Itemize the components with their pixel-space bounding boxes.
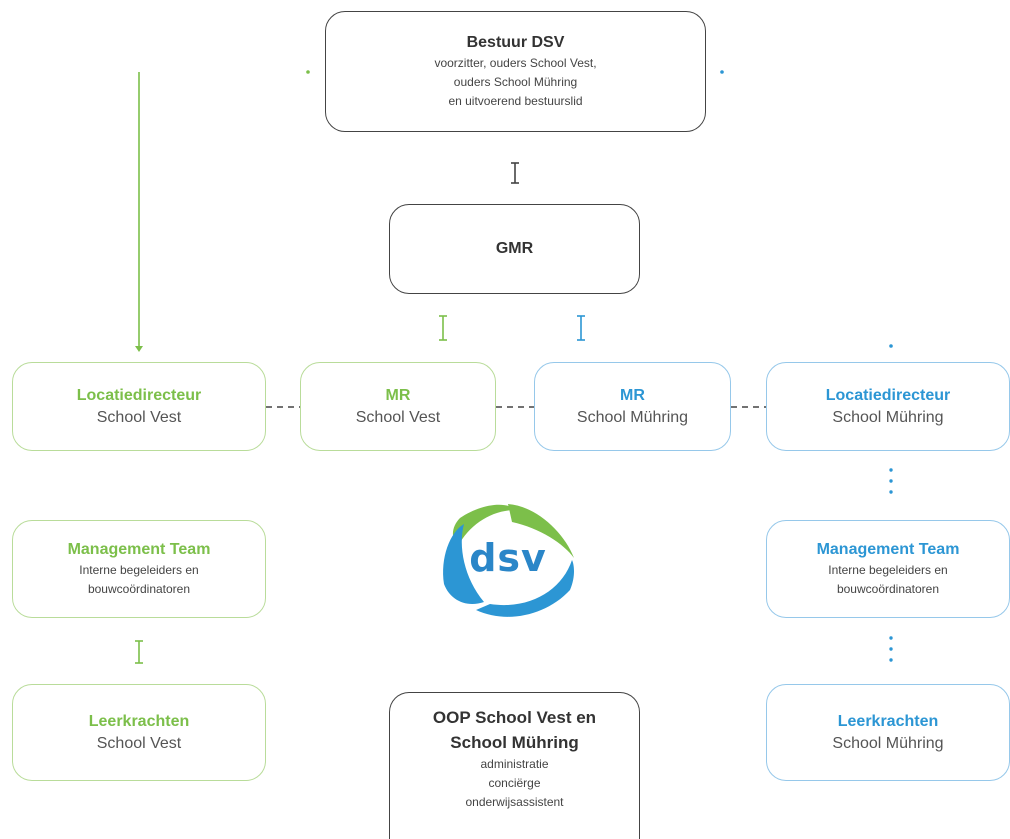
node-title: Bestuur DSV xyxy=(466,34,565,51)
arrow-gmr-mr-vest xyxy=(439,315,447,341)
arrowhead xyxy=(135,346,143,352)
dot-blue-2 xyxy=(889,344,893,348)
node-sub: School Vest xyxy=(355,408,441,426)
node-line: conciërge xyxy=(488,776,541,790)
node-sub: School Mühring xyxy=(576,408,689,426)
node-sub: School Vest xyxy=(96,408,182,426)
node-locatiedirecteur-vest: Locatiedirecteur School Vest xyxy=(12,362,266,451)
dotted-locatie-mt-muhring xyxy=(889,468,893,494)
node-title: OOP School Vest en xyxy=(432,708,597,727)
node-management-team-muhring: Management Team Interne begeleiders en b… xyxy=(766,520,1010,618)
node-bestuur-dsv: Bestuur DSV voorzitter, ouders School Ve… xyxy=(325,11,706,132)
node-line: bouwcoördinatoren xyxy=(87,582,191,596)
arrow-gmr-mr-muhring xyxy=(577,315,585,341)
arrow-mt-leer-vest xyxy=(135,640,143,664)
node-line: bouwcoördinatoren xyxy=(836,582,940,596)
node-management-team-vest: Management Team Interne begeleiders en b… xyxy=(12,520,266,618)
node-line: ouders School Mühring xyxy=(453,75,578,89)
node-title: Leerkrachten xyxy=(837,712,939,730)
node-title: School Mühring xyxy=(450,733,579,752)
arrow-bestuur-gmr xyxy=(511,162,519,184)
dsv-logo-shape xyxy=(443,504,574,617)
node-line: voorzitter, ouders School Vest, xyxy=(434,56,597,70)
node-title: Locatiedirecteur xyxy=(825,386,951,404)
dot-blue xyxy=(720,70,724,74)
node-line: Interne begeleiders en xyxy=(828,563,948,577)
dotted-mt-leer-muhring xyxy=(889,636,893,662)
node-gmr: GMR xyxy=(389,204,640,294)
node-title: Leerkrachten xyxy=(88,712,190,730)
node-line: Interne begeleiders en xyxy=(79,563,199,577)
node-title: Management Team xyxy=(67,541,211,558)
node-title: Management Team xyxy=(816,541,960,558)
node-title: Locatiedirecteur xyxy=(76,386,202,404)
node-line: administratie xyxy=(480,757,549,771)
node-sub: School Mühring xyxy=(832,408,944,426)
node-line: en uitvoerend bestuurslid xyxy=(448,94,583,108)
node-title: MR xyxy=(620,386,645,404)
dsv-logo: dsv xyxy=(436,498,580,626)
node-sub: School Vest xyxy=(96,734,182,752)
dsv-logo-text: dsv xyxy=(469,536,547,580)
node-title: MR xyxy=(385,386,411,404)
node-line: onderwijsassistent xyxy=(465,795,564,809)
node-mr-vest: MR School Vest xyxy=(300,362,496,451)
node-leerkrachten-vest: Leerkrachten School Vest xyxy=(12,684,266,781)
node-title: GMR xyxy=(495,240,534,257)
node-locatiedirecteur-muhring: Locatiedirecteur School Mühring xyxy=(766,362,1010,451)
dot-green xyxy=(306,70,310,74)
node-oop: OOP School Vest en School Mühring admini… xyxy=(389,692,640,839)
node-mr-muhring: MR School Mühring xyxy=(534,362,731,451)
node-leerkrachten-muhring: Leerkrachten School Mühring xyxy=(766,684,1010,781)
node-sub: School Mühring xyxy=(832,734,944,752)
